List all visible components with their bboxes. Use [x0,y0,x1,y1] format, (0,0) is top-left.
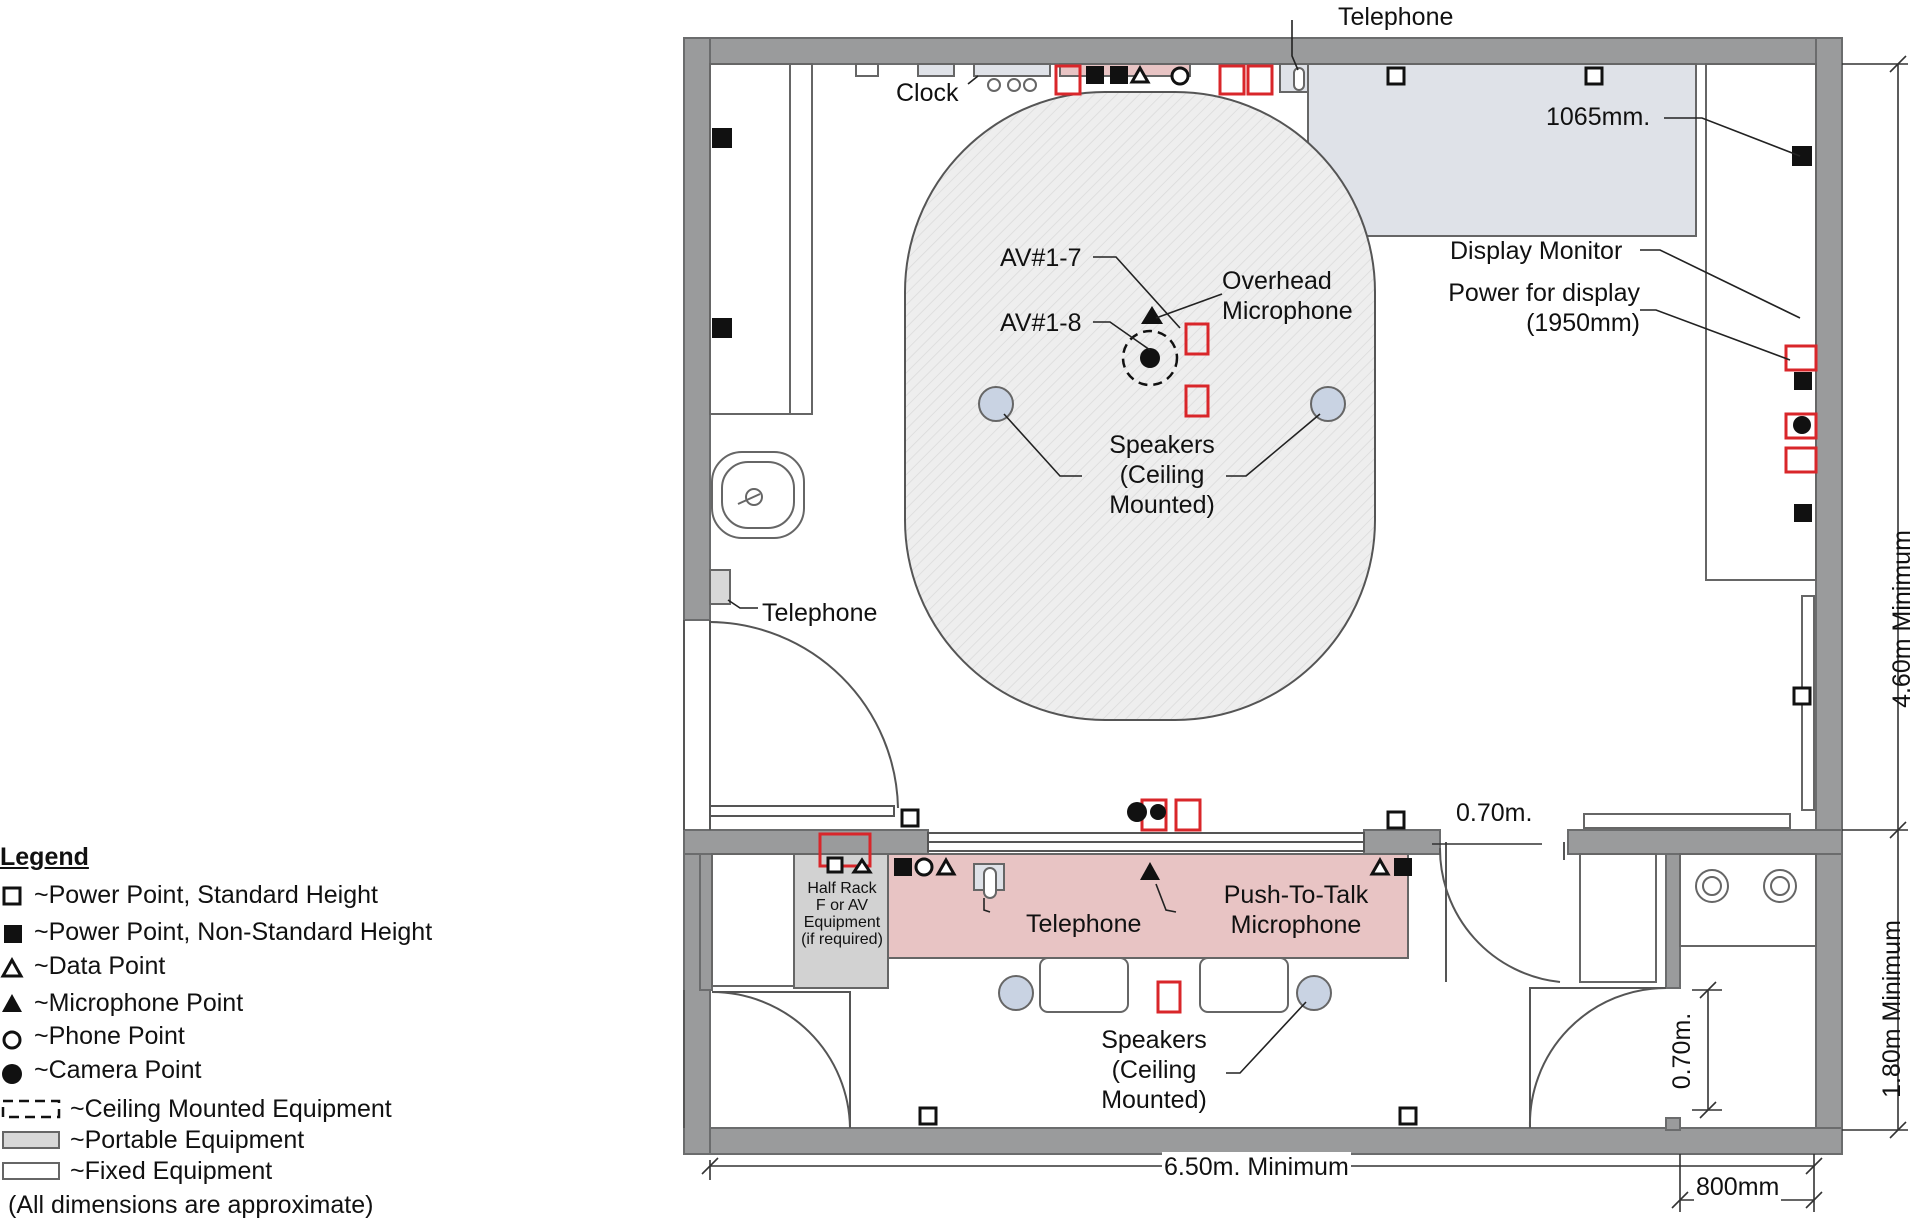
legend-item-data-point: ~Data Point [34,952,166,980]
speaker-main-left [978,386,1014,422]
camera-points [1127,416,1811,822]
legend-open-circle-icon [2,1030,22,1050]
outer-wall-bottom [683,1127,1843,1155]
label-power-for-display: Power for display (1950mm) [1448,279,1640,337]
legend-filled-circle-icon [2,1064,22,1084]
label-push-to-talk: Push-To-Talk Microphone [1223,881,1369,939]
label-dim-070-vertical: 0.70m. [1668,1012,1696,1090]
top-wall-item-2 [917,63,955,77]
legend-note: (All dimensions are approximate) [8,1191,374,1219]
legend-dashed-rectangle-icon [1,1099,61,1119]
outer-wall-left-upper [683,37,711,621]
microphone-points [1140,862,1160,880]
legend-open-triangle-icon [0,956,24,978]
chair-left [1039,957,1129,1013]
legend-item-camera-point: ~Camera Point [34,1056,202,1084]
inner-wall-right-b [1665,1117,1681,1131]
legend-item-power-standard: ~Power Point, Standard Height [34,881,378,909]
leader-lines [727,20,1801,1074]
top-wall-item-1 [855,63,879,77]
overhead-microphone-point [1141,306,1163,324]
label-gap-070: 0.70m. [1456,799,1533,827]
speaker-lower-left [998,975,1034,1011]
service-cabinet [1679,853,1817,947]
ceiling-speakers [978,386,1346,1011]
lower-right-cabinet [1579,853,1657,983]
label-dim-460: 4.60m Minimum [1888,530,1916,708]
half-rack [793,853,889,989]
label-half-rack: Half Rack F or AV Equipment (if required… [801,880,883,948]
chair-right [1199,957,1289,1013]
legend-symbols [0,886,61,1180]
power-points-nonstandard [712,66,1812,876]
label-overhead-microphone: Overhead Microphone [1222,267,1353,325]
label-telephone-desk: Telephone [1026,910,1142,938]
label-telephone-top: Telephone [1338,3,1454,31]
camera-point [1140,348,1160,368]
label-dim-180: 1.80m Minimum [1878,920,1906,1098]
legend-white-rectangle-icon [2,1162,60,1180]
divider-wall-mid [1363,829,1441,855]
window-sill [1583,813,1791,829]
lower-left-cabinet [711,853,795,987]
walls [683,37,1843,1155]
divider-wall-right [1567,829,1843,855]
label-av-1-8: AV#1-8 [1000,309,1082,337]
divider-wall-left [683,829,929,855]
legend-filled-triangle-icon [2,994,22,1012]
legend-filled-square-icon [4,925,22,943]
speaker-main-right [1310,386,1346,422]
label-telephone-left: Telephone [762,599,878,627]
label-av-1-7: AV#1-7 [1000,244,1082,272]
overhead-equipment [1121,306,1179,387]
legend-item-microphone-point: ~Microphone Point [34,989,244,1017]
top-wall-item-3 [973,63,1051,77]
outer-wall-top [683,37,1843,65]
label-dim-800: 800mm [1694,1172,1782,1202]
label-height-1065: 1065mm. [1546,103,1651,131]
label-speakers-lower: Speakers (Ceiling Mounted) [1101,1026,1207,1114]
legend-gray-rectangle-icon [2,1131,60,1149]
outer-wall-right [1815,37,1843,1155]
inner-wall-right-a [1665,853,1681,989]
label-dim-650: 6.50m. Minimum [1162,1152,1351,1182]
legend-item-phone-point: ~Phone Point [34,1022,185,1050]
legend-item-ceiling-mounted: ~Ceiling Mounted Equipment [70,1095,392,1123]
label-clock: Clock [896,79,959,107]
legend-open-square-icon [2,886,22,906]
left-counter [709,63,813,415]
label-display-monitor: Display Monitor [1450,237,1623,265]
legend-title: Legend [0,843,89,871]
inner-wall-left [699,853,713,991]
legend-item-portable: ~Portable Equipment [70,1126,305,1154]
door-openings [683,620,1667,1129]
phone-base-left [709,569,731,605]
conference-table [904,91,1376,721]
ceiling-camera-dashed [1121,329,1179,387]
legend-item-power-nonstandard: ~Power Point, Non-Standard Height [34,918,433,946]
speaker-lower-right [1296,975,1332,1011]
label-speakers-main: Speakers (Ceiling Mounted) [1109,431,1215,519]
legend-item-fixed: ~Fixed Equipment [70,1157,273,1185]
power-points-standard [826,66,1812,1126]
data-points [851,64,1391,876]
phone-points [914,66,1190,877]
portable-cabinet-top [1307,63,1697,237]
